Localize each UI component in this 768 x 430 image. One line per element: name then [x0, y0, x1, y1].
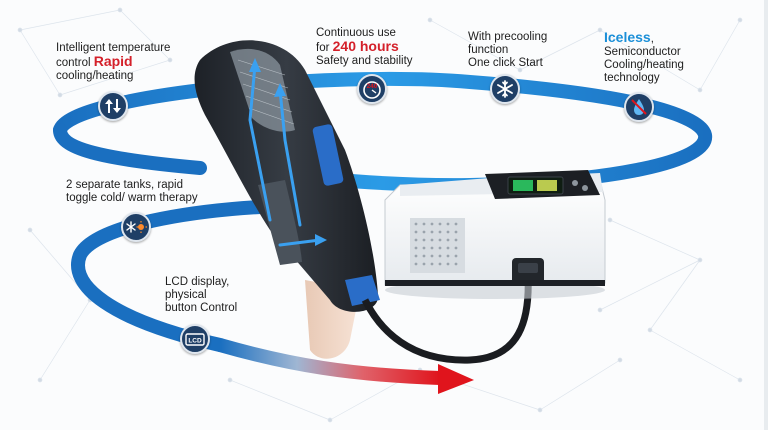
feature-separate-tanks: 2 separate tanks, rapid toggle cold/ war…: [66, 179, 198, 205]
feature-continuous-use: Continuous use for 240 hours Safety and …: [316, 27, 413, 68]
cold-to-hot-arrow: [218, 338, 474, 394]
feature-lcd-line3: button Control: [165, 302, 238, 314]
240h-timer-icon: 240: [357, 74, 387, 104]
feature-continuous-highlight: 240 hours: [332, 38, 399, 54]
feature-iceless-line3: Cooling/heating: [604, 59, 684, 71]
up-down-arrows-icon: [98, 91, 128, 121]
feature-iceless-line4: technology: [604, 72, 660, 84]
feature-precooling: With precooling function One click Start: [468, 31, 547, 70]
feature-tanks-line1: 2 separate tanks, rapid: [66, 179, 183, 191]
feature-precooling-line3: One click Start: [468, 57, 543, 69]
feature-continuous-prefix: for: [316, 42, 333, 54]
feature-temperature-highlight: Rapid: [93, 53, 133, 69]
feature-continuous-line3: Safety and stability: [316, 55, 413, 67]
snowflake-icon: [490, 74, 520, 104]
cold-warm-icon: [121, 212, 151, 242]
no-ice-icon: [624, 92, 654, 122]
cooling-device: [384, 170, 606, 299]
feature-iceless-suffix: ,: [650, 33, 654, 45]
feature-tanks-line2: toggle cold/ warm therapy: [66, 192, 198, 204]
feature-temperature-control: Intelligent temperature control Rapid co…: [56, 42, 170, 83]
feature-temperature-prefix: control: [56, 57, 94, 69]
feature-continuous-line2: for 240 hours: [316, 38, 413, 55]
knee-wrap: [194, 40, 380, 312]
feature-lcd-line2: physical: [165, 289, 207, 301]
feature-continuous-line1: Continuous use: [316, 27, 396, 39]
feature-lcd-line1: LCD display,: [165, 276, 230, 288]
feature-precooling-line1: With precooling: [468, 31, 548, 43]
feature-precooling-line2: function: [468, 44, 509, 56]
timer-icon-label: 240: [367, 83, 378, 90]
feature-temperature-line1: Intelligent temperature: [56, 42, 171, 54]
connection-hose: [361, 274, 532, 364]
feature-iceless-line1: Iceless,: [604, 29, 684, 46]
lcd-icon-label: LCD: [188, 338, 202, 345]
lower-swirl-ring: [71, 198, 337, 352]
feature-iceless-highlight: Iceless: [604, 29, 651, 45]
feature-temperature-line3: cooling/heating: [56, 70, 134, 82]
feature-iceless-line2: Semiconductor: [604, 46, 681, 58]
feature-lcd-display: LCD display, physical button Control: [165, 276, 237, 315]
feature-iceless: Iceless, Semiconductor Cooling/heating t…: [604, 29, 684, 85]
feature-temperature-line2: control Rapid: [56, 53, 170, 70]
lcd-icon: LCD: [180, 324, 210, 354]
right-edge-strip: [764, 0, 768, 430]
